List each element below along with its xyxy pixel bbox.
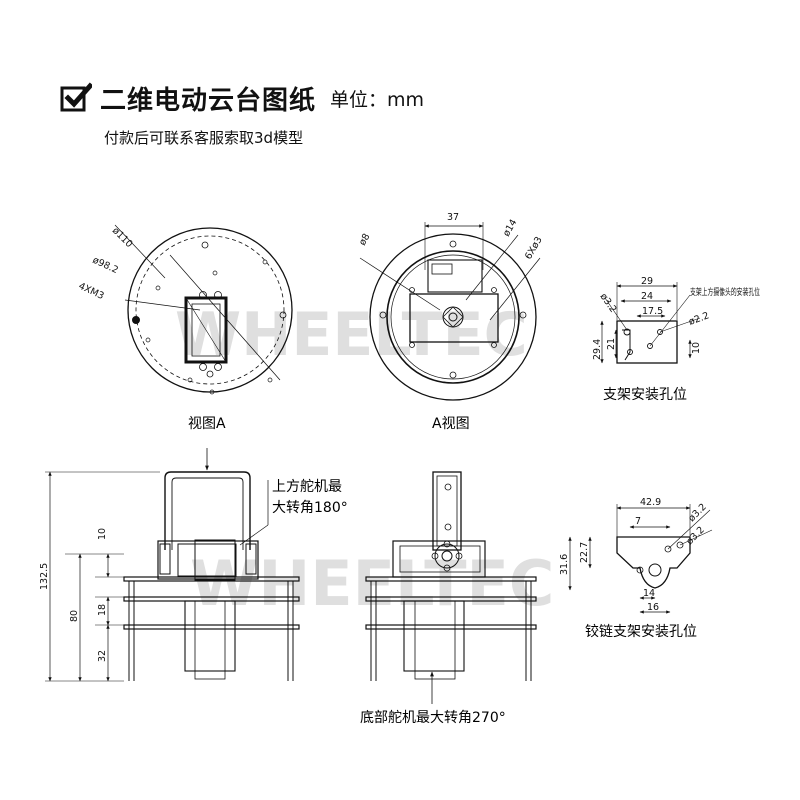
view-a-drawing: [114, 224, 293, 395]
svg-text:ø8: ø8: [357, 232, 372, 248]
svg-text:29.4: 29.4: [592, 339, 603, 360]
hinge-drawing: [568, 504, 713, 614]
watermark: WHEELTEC WHEELTEC: [175, 300, 554, 620]
page-subtitle: 付款后可联系客服索取3d模型: [104, 129, 304, 147]
svg-text:10: 10: [691, 342, 702, 354]
bracket-drawing: [600, 282, 701, 364]
svg-text:29: 29: [641, 276, 653, 287]
a-view-caption: A视图: [432, 416, 470, 432]
view-a-dims: ø110 ø98.2 4XM3: [77, 225, 135, 302]
svg-text:31.6: 31.6: [559, 554, 570, 575]
svg-text:4XM3: 4XM3: [77, 281, 106, 302]
side-note-bottom: 底部舵机最大转角270°: [360, 710, 506, 726]
svg-text:17.5: 17.5: [642, 306, 663, 317]
svg-text:ø3.2: ø3.2: [684, 525, 707, 548]
bracket-dims: 29 24 17.5 29.4 21 10 ø3.2 ø2.2 支架上方摄像头的…: [592, 276, 760, 360]
a-view-drawing: [359, 222, 541, 401]
svg-text:80: 80: [69, 610, 80, 622]
bracket-caption: 支架安装孔位: [603, 387, 687, 403]
unit-label: 单位：mm: [330, 88, 425, 111]
svg-text:37: 37: [447, 212, 459, 223]
svg-text:6Xø3: 6Xø3: [523, 235, 545, 262]
svg-text:ø14: ø14: [501, 217, 519, 238]
svg-text:21: 21: [606, 338, 617, 350]
hinge-caption: 铰链支架安装孔位: [585, 624, 697, 640]
front-note-top: 上方舵机最 大转角180°: [272, 479, 348, 516]
svg-text:16: 16: [647, 602, 659, 613]
front-view-dims: 132.5 80 10 18 32: [39, 528, 108, 662]
svg-text:24: 24: [641, 291, 653, 302]
page-header: 二维电动云台图纸 单位：mm: [60, 78, 424, 118]
checkmark-icon: [60, 82, 92, 112]
svg-text:WHEELTEC: WHEELTEC: [190, 547, 554, 620]
view-a-caption: 视图A: [188, 416, 226, 432]
svg-text:ø110: ø110: [110, 225, 135, 250]
bracket-note: 支架上方摄像头的安装孔位: [690, 286, 760, 298]
svg-text:18: 18: [97, 604, 108, 616]
svg-text:42.9: 42.9: [640, 497, 661, 508]
svg-text:WHEELTEC: WHEELTEC: [175, 300, 528, 370]
svg-text:ø98.2: ø98.2: [91, 255, 120, 276]
front-view-drawing: [45, 448, 300, 682]
svg-text:22.7: 22.7: [579, 542, 590, 563]
svg-text:7: 7: [635, 516, 641, 527]
svg-text:10: 10: [97, 528, 108, 540]
svg-text:132.5: 132.5: [39, 563, 50, 590]
hinge-dims: 42.9 7 31.6 22.7 14 16 ø3.2 ø3.2: [559, 497, 709, 613]
side-view-drawing: [365, 471, 537, 704]
svg-text:ø3.2: ø3.2: [598, 291, 619, 314]
page-title: 二维电动云台图纸: [100, 85, 317, 116]
svg-text:ø2.2: ø2.2: [687, 310, 710, 327]
svg-text:14: 14: [643, 588, 655, 599]
svg-text:32: 32: [97, 650, 108, 662]
